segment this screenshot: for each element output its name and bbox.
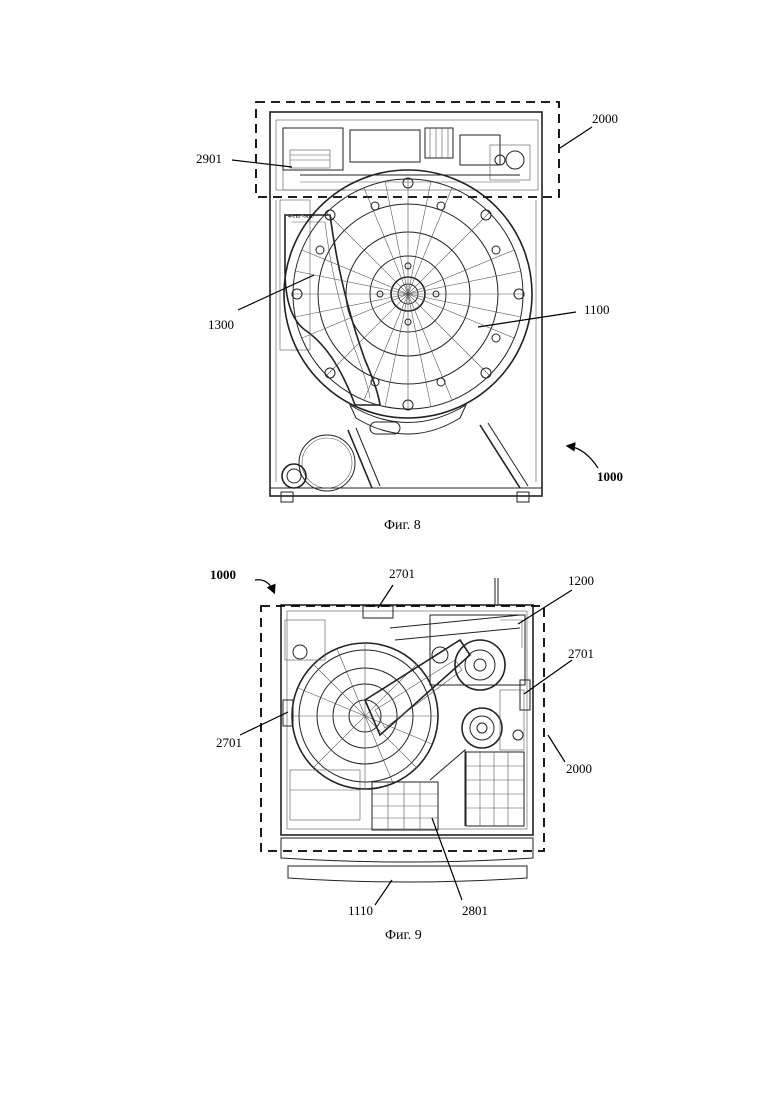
condenser-grid-right (466, 752, 524, 826)
label-2701-right: 2701 (568, 646, 594, 661)
figure-9: 1000 2701 1200 2701 2701 2000 1110 2801 … (210, 566, 594, 943)
label-1110: 1110 (348, 903, 373, 918)
label-1200: 1200 (568, 573, 594, 588)
label-1100: 1100 (584, 302, 610, 317)
foot-left (281, 492, 293, 502)
label-2901: 2901 (196, 151, 222, 166)
condenser-grid-left (372, 782, 438, 830)
fan-unit (462, 690, 524, 750)
pump-ring (299, 435, 355, 491)
tub-1100 (284, 170, 532, 418)
foot-right (517, 492, 529, 502)
stamp-text: 4-H0 -90U (288, 214, 315, 220)
label-2000-fig9: 2000 (566, 761, 592, 776)
air-duct-1300 (285, 215, 380, 405)
tub-ribs (293, 179, 523, 409)
label-2000: 2000 (592, 111, 618, 126)
door-handle-1110 (288, 866, 527, 882)
label-2701-top: 2701 (389, 566, 415, 581)
label-1300: 1300 (208, 317, 234, 332)
figure-8: 2000 2901 1300 1100 1000 4-H0 -90U Фиг. … (196, 102, 623, 533)
drum-wheel (292, 643, 438, 789)
caption-fig-9: Фиг. 9 (385, 928, 422, 943)
label-2701-left: 2701 (216, 735, 242, 750)
cabinet-top-outline (281, 605, 533, 835)
arrow-1000-fig8 (568, 446, 598, 468)
label-1000: 1000 (597, 469, 623, 484)
region-2000-dashed (256, 102, 559, 197)
front-panel (281, 838, 533, 862)
arrow-1000-fig9 (255, 580, 274, 592)
caption-fig-8: Фиг. 8 (384, 518, 421, 533)
label-1000-fig9: 1000 (210, 567, 236, 582)
label-2801: 2801 (462, 903, 488, 918)
damper-right (480, 425, 520, 488)
